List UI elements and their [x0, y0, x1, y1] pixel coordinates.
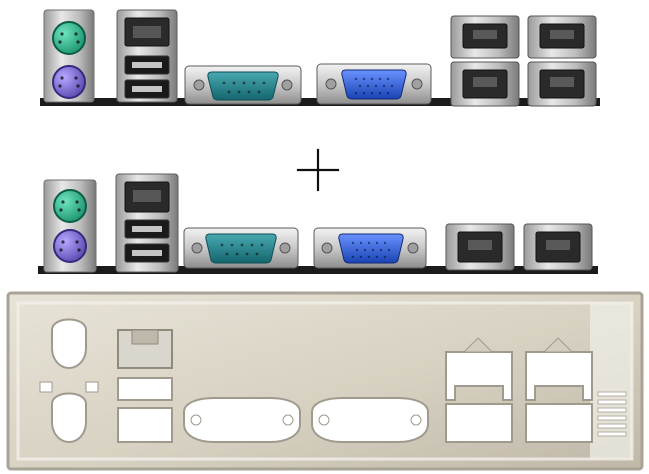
rj45-right-lower: [525, 403, 593, 443]
vga-dsub: [338, 233, 404, 264]
middle-io-panel: [38, 173, 598, 274]
rj45-cutouts: [445, 337, 593, 443]
io-shield: [6, 291, 644, 471]
rj45-right: [523, 223, 593, 271]
serial-pins: [220, 243, 264, 256]
rj45-bottom-left: [450, 61, 520, 107]
serial-port: [183, 227, 299, 269]
serial-screw-left: [191, 242, 203, 254]
ps2-mouse-port: [52, 65, 86, 99]
rj45-dual: [445, 223, 593, 271]
rj45-tab-left: [131, 329, 159, 345]
usb-cutout-bottom: [117, 407, 173, 443]
plus-sign-icon: [296, 148, 340, 192]
vga-cutout: [311, 397, 429, 443]
rj45-usb-stack-left: [115, 173, 179, 273]
serial-dsub: [207, 71, 279, 101]
ps2-upper-cutout: [51, 318, 87, 370]
serial-screw-right: [279, 242, 291, 254]
ps2-notch: [39, 381, 53, 393]
vga-port: [316, 63, 432, 105]
ps2-pins: [59, 200, 81, 252]
io-shield-vent-holes: [597, 391, 627, 437]
vga-screw-right: [411, 78, 423, 90]
usb-cutout-top: [117, 377, 173, 401]
serial-dsub: [205, 233, 277, 264]
rj45-top-right: [527, 15, 597, 59]
rj45-tab-left-top: [462, 337, 494, 353]
rj45-left: [445, 223, 515, 271]
ps2-keyboard-port: [52, 21, 86, 55]
pcb-strip: [38, 266, 598, 274]
serial-screw-right: [281, 79, 293, 91]
vga-screw-left: [325, 78, 337, 90]
ps2-notch2: [85, 381, 99, 393]
rj45-left-lower: [445, 403, 513, 443]
ps2-keyboard-port: [53, 189, 87, 223]
usb-tongue-top: [132, 226, 162, 232]
rj45-contacts: [133, 26, 161, 38]
serial-port: [184, 65, 302, 105]
rj45-quad: [450, 15, 597, 107]
vga-pins: [354, 77, 394, 95]
ps2-stack: [43, 179, 97, 273]
usb-tongue-bottom: [132, 250, 162, 256]
rj45-top-left: [450, 15, 520, 59]
vga-dsub: [341, 69, 407, 100]
vga-pins: [351, 241, 391, 259]
usb-tongue-top: [132, 62, 162, 68]
ps2-mouse-port: [53, 229, 87, 263]
vga-screw-left: [321, 242, 333, 254]
vga-screw-right: [407, 242, 419, 254]
usb-tongue-bottom: [132, 86, 162, 92]
usb-cutouts: [117, 329, 173, 443]
rj45-contacts: [133, 190, 161, 202]
ps2-lower-cutout: [51, 392, 87, 444]
top-io-panel: [40, 9, 600, 107]
rj45-cutout-left-shape: [445, 351, 513, 401]
ps2-stack: [43, 9, 95, 103]
serial-screw-left: [193, 79, 205, 91]
ps2-pins: [58, 32, 80, 88]
rj45-tab-right-top: [542, 337, 574, 353]
rj45-bottom-right: [527, 61, 597, 107]
vga-port: [313, 227, 427, 269]
serial-cutout: [183, 397, 301, 443]
rj45-cutout-right-shape: [525, 351, 593, 401]
serial-pins: [222, 81, 266, 94]
rj45-usb-stack-left: [116, 9, 178, 103]
ps2-cutouts: [39, 318, 99, 444]
